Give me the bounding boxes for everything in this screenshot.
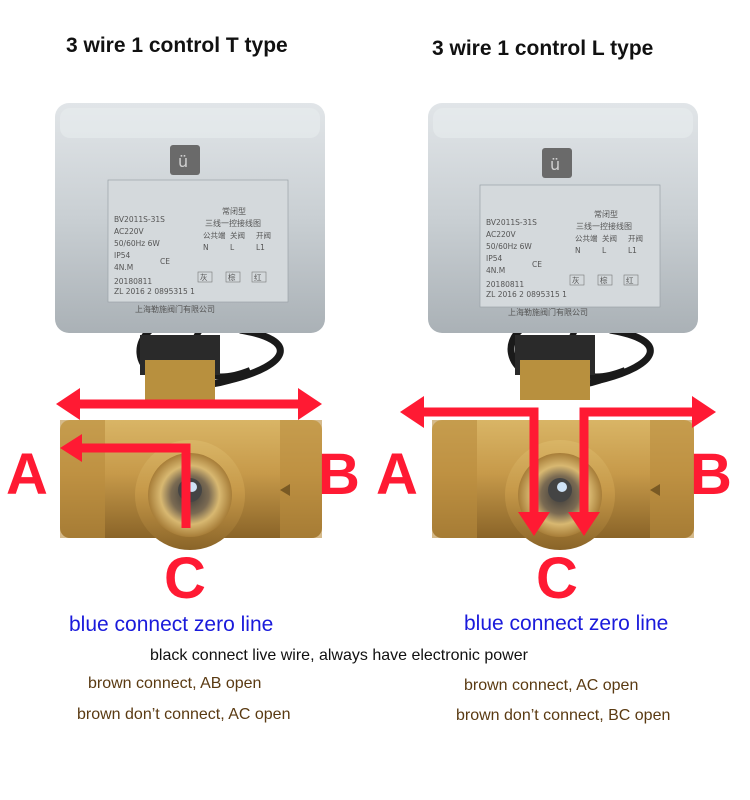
left-brown-caption-2: brown don’t connect, AC open [77,706,291,723]
right-port-c-label: C [536,546,578,611]
left-col1: 公共端 [203,230,226,240]
left-wire2: 棕 [228,272,236,282]
left-port-b-label: B [318,442,360,507]
right-ce: CE [532,260,542,269]
black-wire-caption: black connect live wire, always have ele… [150,647,528,664]
left-date: 20180811 [114,277,152,286]
left-valve: ü BV2011S-31S AC220V 50/60Hz 6W IP54 4N.… [55,103,325,550]
right-voltage: AC220V [486,230,517,239]
right-date: 20180811 [486,280,524,289]
left-port-a-label: A [6,442,48,507]
right-logo [542,148,572,178]
right-port-a-label: A [376,442,418,507]
right-l1: L1 [628,246,637,255]
right-col2: 关阀 [602,233,617,243]
right-brown-caption-2: brown don’t connect, BC open [456,707,671,724]
left-wire1: 灰 [200,272,208,282]
valve-photo: ü BV2011S-31S AC220V 50/60Hz 6W IP54 4N.… [55,103,716,550]
svg-text:ü: ü [178,152,188,171]
right-l: L [602,246,607,255]
right-n: N [575,246,581,255]
right-col3: 开阀 [628,234,643,243]
right-company: 上海勒施阀门有限公司 [508,307,588,317]
left-brown-caption-1: brown connect, AB open [88,675,262,692]
left-company: 上海勒施阀门有限公司 [135,304,215,314]
left-voltage: AC220V [114,227,145,236]
right-blue-caption: blue connect zero line [464,612,669,635]
right-wire3: 红 [626,275,634,285]
right-valve: ü BV2011S-31S AC220V 50/60Hz 6W IP54 4N.… [400,103,716,550]
right-freq: 50/60Hz 6W [486,242,532,251]
left-patent: ZL 2016 2 0895315 1 [114,287,195,296]
right-spec-label [479,184,661,308]
left-col3: 开阀 [256,231,271,240]
right-port-b-label: B [690,442,732,507]
right-brown-caption-1: brown connect, AC open [464,677,639,694]
left-port-c-label: C [164,546,206,611]
left-flow-arrows [56,388,322,528]
right-flow-arrows [400,396,716,536]
left-n: N [203,243,209,252]
left-ip: IP54 [114,251,131,260]
left-freq: 50/60Hz 6W [114,239,160,248]
left-model: BV2011S-31S [114,215,165,224]
right-wire2: 棕 [600,275,608,285]
left-col2: 关阀 [230,230,245,240]
left-logo [170,145,200,175]
left-torque: 4N.M [114,263,133,272]
left-ce: CE [160,257,170,266]
right-diagram-cn: 三线一控接线图 [576,221,632,231]
title-t-type: 3 wire 1 control T type [66,34,288,57]
left-type-cn: 常闭型 [222,207,246,216]
left-diagram-cn: 三线一控接线图 [205,218,261,228]
left-wire3: 红 [254,272,262,282]
svg-text:ü: ü [550,155,560,174]
right-patent: ZL 2016 2 0895315 1 [486,290,567,299]
right-ip: IP54 [486,254,503,263]
left-l1: L1 [256,243,265,252]
right-wire1: 灰 [572,275,580,285]
right-torque: 4N.M [486,266,505,275]
left-l: L [230,243,235,252]
right-model: BV2011S-31S [486,218,537,227]
title-l-type: 3 wire 1 control L type [432,37,654,60]
left-blue-caption: blue connect zero line [69,613,274,636]
right-type-cn: 常闭型 [594,210,618,219]
right-col1: 公共端 [575,233,598,243]
